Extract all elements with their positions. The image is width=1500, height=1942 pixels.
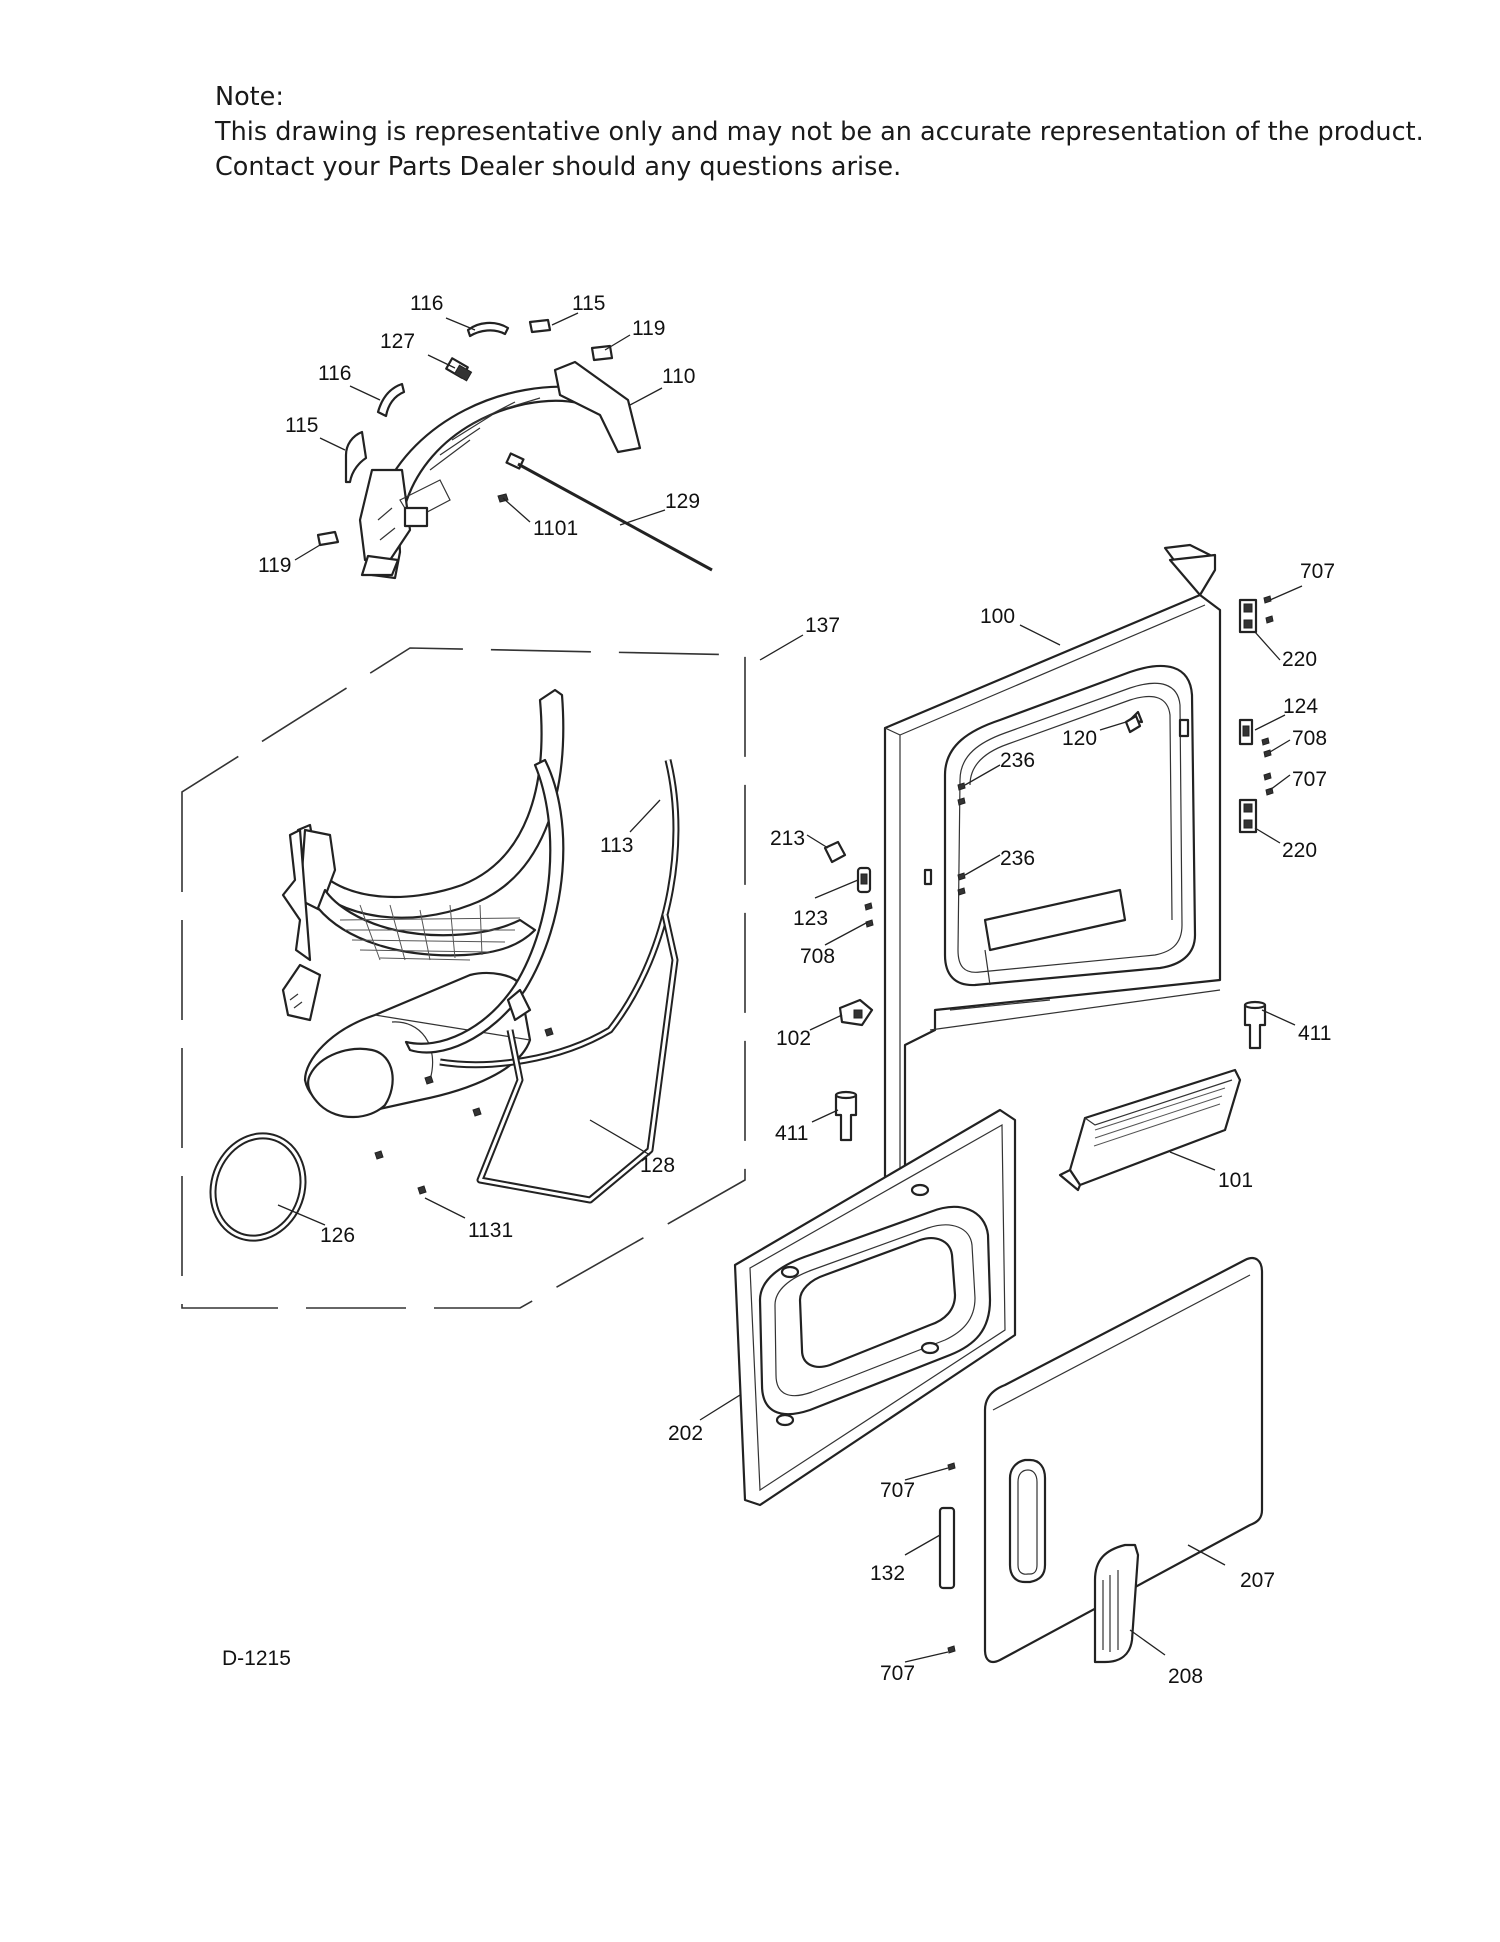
callout-leaders [277,312,1303,1663]
part-708-screws-b [864,902,874,928]
front-panel-assembly [883,543,1222,1302]
part-707-screw-c [947,1462,956,1471]
callout-220: 220 [1282,648,1317,671]
callout-707: 707 [880,1479,915,1502]
part-236-screws [957,782,966,896]
callout-110: 110 [662,365,695,388]
callout-124: 124 [1283,695,1318,718]
part-119-side [316,530,340,547]
callout-127: 127 [380,330,415,353]
part-102-lamp [838,998,874,1027]
part-202-inner-door [733,1108,1017,1507]
callout-213: 213 [770,827,805,850]
callout-708: 708 [800,945,835,968]
callout-707: 707 [880,1662,915,1685]
callout-101: 101 [1218,1169,1253,1192]
callout-707: 707 [1292,768,1327,791]
part-707-screw-d [947,1645,956,1654]
part-132-strip [938,1506,956,1590]
callout-1131: 1131 [468,1219,513,1242]
callout-129: 129 [665,490,700,513]
callout-123: 123 [793,907,828,930]
callout-119: 119 [632,317,665,340]
drum-tray-assembly [281,688,565,1119]
callout-126: 126 [320,1224,355,1247]
part-128-rail [476,914,679,1204]
part-1131-screws [374,1027,554,1195]
part-116-top [466,321,510,338]
part-115-top [528,318,552,334]
part-708-screws-a [1261,737,1272,758]
callout-202: 202 [668,1422,703,1445]
callout-208: 208 [1168,1665,1203,1688]
callout-1101: 1101 [533,517,578,540]
disclaimer-note: Note: This drawing is representative onl… [215,80,1424,185]
part-707-screws-b [1263,772,1274,796]
part-129-sensor-rod [505,452,713,572]
part-101-lint-filter [1058,1068,1242,1192]
part-123-switch [856,866,872,894]
part-127-sensor [445,357,473,382]
part-124-switch [1238,718,1254,746]
part-411-leveling-leg-left [834,1090,858,1142]
diagram-code: D-1215 [222,1647,291,1670]
callout-116: 116 [410,292,443,315]
callout-102: 102 [776,1027,811,1050]
callout-220: 220 [1282,839,1317,862]
callout-128: 128 [640,1154,675,1177]
callout-115: 115 [285,414,318,437]
part-208-handle [1093,1543,1140,1664]
callout-411: 411 [1298,1022,1331,1045]
note-line-2: Contact your Parts Dealer should any que… [215,152,902,182]
callout-708: 708 [1292,727,1327,750]
part-220-hinge-bottom [1238,798,1258,834]
note-line-1: This drawing is representative only and … [215,117,1424,147]
callout-707: 707 [1300,560,1335,583]
note-heading: Note: [215,82,284,112]
part-213-clip [823,840,847,864]
callout-115: 115 [572,292,605,315]
callout-236: 236 [1000,847,1035,870]
part-207-outer-door [983,1256,1264,1664]
callout-236: 236 [1000,749,1035,772]
part-707-screw-a [1263,595,1274,624]
callout-411: 411 [775,1122,808,1145]
group-137-dashed-outline [181,647,746,1309]
callout-207: 207 [1240,1569,1275,1592]
callout-100: 100 [980,605,1015,628]
callout-113: 113 [600,834,633,857]
callout-116: 116 [318,362,351,385]
part-113-seal [439,759,680,1069]
part-115-side [344,430,368,484]
part-126-ring [209,1132,307,1242]
part-411-leveling-leg-right [1243,1000,1267,1050]
part-120-clip [1124,714,1142,734]
callout-132: 132 [870,1562,905,1585]
callout-120: 120 [1062,727,1097,750]
part-116-side [376,382,406,418]
part-220-hinge-top [1238,598,1258,634]
callout-119: 119 [258,554,291,577]
callout-labels: 116 115 119 127 116 110 115 129 1101 119… [258,292,1335,1688]
drum-front-bearing-assembly [358,360,642,580]
callout-137: 137 [805,614,840,637]
